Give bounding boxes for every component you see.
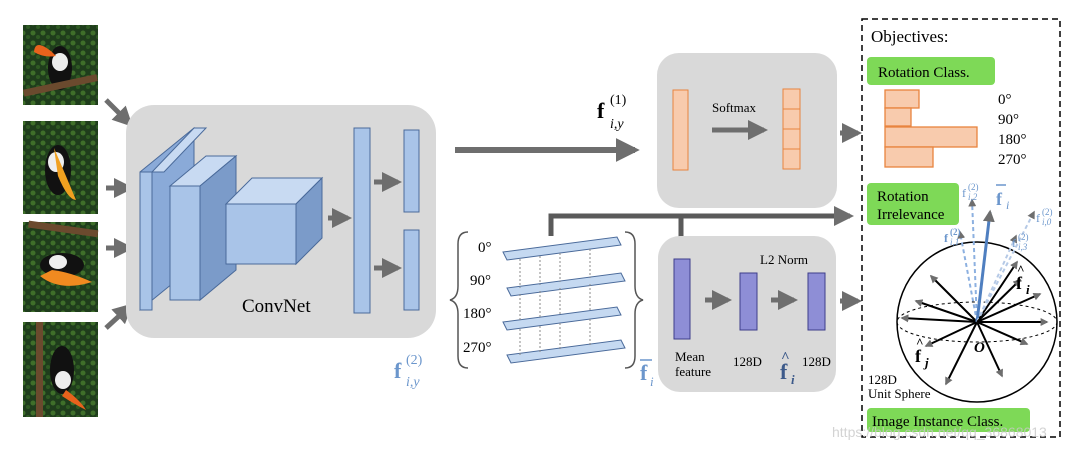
svg-text:f: f bbox=[640, 360, 648, 385]
svg-text:90°: 90° bbox=[470, 273, 491, 289]
rotation-irrelevance-label-1: Rotation bbox=[877, 189, 929, 205]
rotation-vectors bbox=[957, 198, 1035, 323]
svg-text:f: f bbox=[962, 186, 966, 200]
svg-text:i,y: i,y bbox=[610, 117, 624, 132]
right-brace bbox=[624, 231, 644, 369]
rotation-logits bbox=[672, 89, 689, 171]
svg-text:i: i bbox=[1026, 282, 1030, 297]
svg-text:f: f bbox=[780, 359, 788, 384]
mean-label-2: feature bbox=[675, 364, 711, 379]
fhat-label: f ^ i bbox=[780, 350, 795, 387]
svg-text:90°: 90° bbox=[998, 112, 1019, 128]
watermark: https://blog.csdn.net/qq_36868013 bbox=[832, 424, 1047, 440]
rotation-irrelevance-badge bbox=[867, 183, 959, 225]
rotation-feature-labels: f (2) i,2 f (2) i,1 f (2) i,3 f (2) i,0 bbox=[944, 182, 1053, 252]
svg-text:i,1: i,1 bbox=[950, 237, 959, 247]
svg-text:f: f bbox=[944, 231, 949, 245]
svg-text:270°: 270° bbox=[998, 152, 1027, 168]
svg-text:f: f bbox=[1036, 211, 1040, 225]
svg-text:i: i bbox=[791, 372, 795, 387]
connector-rotation-irrelevance bbox=[548, 206, 854, 236]
svg-text:180°: 180° bbox=[463, 306, 492, 322]
rotation-feature-angles: 0° 90° 180° 270° bbox=[463, 240, 492, 356]
mean-label-1: Mean bbox=[675, 349, 705, 364]
svg-text:j: j bbox=[923, 355, 929, 370]
input-image-3 bbox=[23, 322, 98, 417]
svg-text:i,0: i,0 bbox=[1042, 217, 1052, 227]
svg-text:0°: 0° bbox=[998, 92, 1012, 108]
svg-text:(2): (2) bbox=[968, 182, 979, 192]
unit-sphere bbox=[896, 241, 1058, 403]
softmax-output bbox=[782, 88, 801, 170]
svg-text:270°: 270° bbox=[463, 340, 492, 356]
svg-text:f: f bbox=[915, 346, 922, 366]
feature-f2-label: f (2) i,y bbox=[394, 353, 423, 390]
fc-head-instance bbox=[403, 229, 420, 311]
svg-text:f: f bbox=[996, 189, 1003, 209]
image-instance-class-badge bbox=[867, 408, 1030, 432]
svg-text:i,y: i,y bbox=[406, 375, 420, 390]
svg-text:(2): (2) bbox=[1018, 232, 1029, 242]
svg-text:i: i bbox=[650, 374, 654, 389]
input-image-2 bbox=[23, 220, 99, 312]
svg-text:i,2: i,2 bbox=[968, 192, 978, 202]
svg-text:(2): (2) bbox=[950, 227, 961, 237]
svg-text:180°: 180° bbox=[998, 132, 1027, 148]
conv-blocks bbox=[139, 126, 324, 312]
svg-text:^: ^ bbox=[781, 350, 790, 366]
svg-text:(2): (2) bbox=[406, 353, 423, 368]
svg-text:f: f bbox=[1012, 236, 1016, 250]
sphere-label-1: 128D bbox=[868, 372, 897, 387]
svg-text:i,3: i,3 bbox=[1018, 242, 1028, 252]
svg-text:(1): (1) bbox=[610, 93, 627, 108]
objectives-title: Objectives: bbox=[871, 27, 948, 46]
rotation-irrelevance-label-2: Irrelevance bbox=[877, 207, 945, 223]
rotation-class-label: Rotation Class. bbox=[878, 65, 970, 81]
sphere-vectors bbox=[900, 260, 1049, 386]
objectives-box bbox=[861, 18, 1061, 438]
fc-layer bbox=[353, 127, 371, 314]
mean-feature-label: f i bbox=[640, 359, 654, 389]
feature-f1-label: f (1) i,y bbox=[597, 93, 627, 132]
svg-text:f: f bbox=[1016, 273, 1023, 293]
origin-label: O bbox=[974, 340, 985, 356]
image-instance-class-label: Image Instance Class. bbox=[872, 414, 1003, 430]
fhat-i-label: f ^ i bbox=[1016, 262, 1030, 297]
svg-text:^: ^ bbox=[916, 335, 924, 350]
fc-head-rotation bbox=[403, 129, 420, 213]
fhat-j-label: f ^ j bbox=[915, 335, 929, 370]
input-image-0 bbox=[22, 25, 98, 105]
convnet-label: ConvNet bbox=[242, 296, 311, 317]
svg-text:f: f bbox=[597, 98, 605, 123]
fbar-i-label: f i bbox=[996, 184, 1009, 212]
svg-text:i: i bbox=[1006, 198, 1009, 212]
normalized-bar bbox=[807, 272, 826, 331]
input-image-1 bbox=[23, 121, 98, 214]
svg-text:(2): (2) bbox=[1042, 207, 1053, 217]
dim1-label: 128D bbox=[733, 354, 762, 369]
l2norm-label: L2 Norm bbox=[760, 252, 808, 267]
mean-feature-bar bbox=[673, 258, 691, 340]
dim128-bar bbox=[739, 272, 758, 331]
rotation-feature-slabs bbox=[502, 236, 626, 364]
rotation-class-badge bbox=[867, 57, 995, 85]
svg-text:0°: 0° bbox=[478, 240, 492, 256]
sphere-label-2: Unit Sphere bbox=[868, 386, 931, 401]
left-brace bbox=[449, 231, 469, 369]
rotation-probability-bars bbox=[884, 89, 978, 168]
dim2-label: 128D bbox=[802, 354, 831, 369]
svg-text:^: ^ bbox=[1017, 262, 1025, 277]
slab-dashes bbox=[519, 249, 591, 355]
svg-text:f: f bbox=[394, 358, 402, 383]
objective-angles: 0° 90° 180° 270° bbox=[998, 92, 1027, 168]
softmax-label: Softmax bbox=[712, 100, 757, 115]
